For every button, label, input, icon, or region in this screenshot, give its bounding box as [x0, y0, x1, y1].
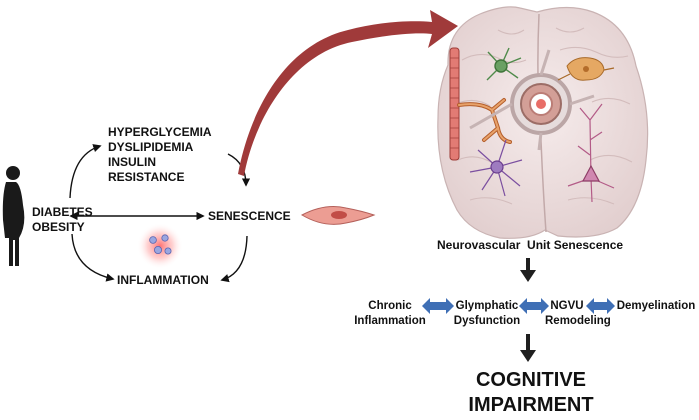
curved-arrow [238, 10, 458, 176]
neurovascular-unit-icon [469, 49, 595, 151]
microglia-icon [486, 47, 522, 81]
diabetes-obesity-label: DIABETES OBESITY [32, 205, 93, 234]
cognitive-impairment-label: COGNITIVE IMPAIRMENT [468, 369, 594, 416]
arrow-diabetes-to-inflammation [71, 233, 115, 282]
blue-double-arrows [422, 298, 615, 314]
outcome-ngvu-remodeling: NGVU Remodeling [545, 300, 611, 327]
blood-vessel-icon [449, 47, 512, 161]
outcome-demyelination: Demyelination [616, 300, 696, 312]
inflammation-cells-icon [137, 223, 183, 269]
senescent-cell-icon [300, 206, 376, 225]
senescence-label: SENESCENCE [208, 209, 291, 223]
brain-caption: Neurovascular Unit Senescence [437, 238, 624, 252]
oligodendrocyte-icon [469, 139, 523, 197]
inflammation-label: INFLAMMATION [117, 273, 209, 287]
astrocyte-icon [557, 57, 615, 81]
arrow-senescence-to-inflammation [220, 235, 248, 283]
neuron-icon [567, 103, 615, 203]
person-icon [2, 166, 25, 266]
outcome-glymphatic-dysfunction: Glymphatic Dysfunction [453, 300, 521, 327]
left-cycle-arrows [69, 144, 251, 283]
down-arrows [520, 258, 536, 362]
outcome-chronic-inflammation: Chronic Inflammation [354, 300, 426, 327]
metabolic-risk-label: HYPERGLYCEMIA DYSLIPIDEMIA INSULIN RESIS… [108, 125, 212, 184]
arrow-to-hyper [69, 144, 102, 199]
